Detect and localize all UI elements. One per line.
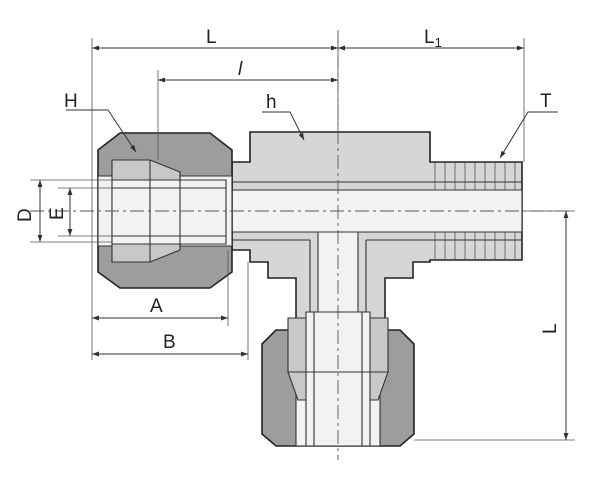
label-h: h — [266, 92, 277, 113]
leader-lines — [66, 109, 558, 159]
dimension-labels: L L1 l H h T D E A B L — [15, 27, 561, 353]
fitting-body — [231, 131, 523, 331]
label-L1-main: L — [424, 27, 435, 48]
label-L-right: L — [540, 323, 561, 334]
label-D: D — [15, 208, 36, 222]
label-E: E — [47, 207, 68, 220]
bottom-ferrules — [287, 311, 389, 447]
label-l: l — [238, 59, 243, 80]
centerlines — [30, 30, 570, 460]
label-T: T — [540, 91, 552, 112]
label-H: H — [64, 91, 78, 112]
label-L1-sub: 1 — [435, 35, 442, 50]
extension-lines — [30, 38, 575, 441]
leader-h — [262, 111, 305, 141]
label-L1: L1 — [424, 27, 442, 50]
left-ferrules — [111, 159, 227, 263]
leader-T — [499, 111, 558, 159]
leader-H — [66, 109, 137, 153]
label-B: B — [163, 332, 176, 353]
dimension-lines — [37, 45, 569, 440]
label-A: A — [150, 296, 163, 317]
label-L-top: L — [206, 27, 217, 48]
